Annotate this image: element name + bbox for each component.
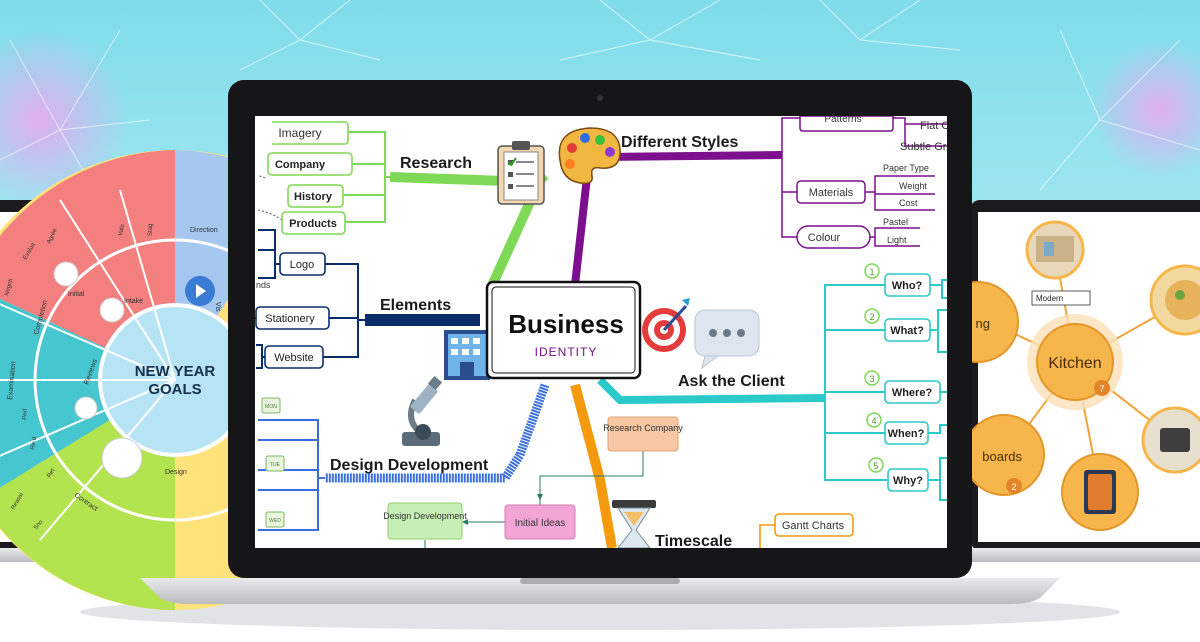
svg-text:4: 4 — [871, 416, 876, 426]
svg-text:Initial: Initial — [68, 291, 85, 298]
style-item[interactable]: Patterns — [824, 114, 861, 125]
svg-text:Vis: Vis — [214, 302, 221, 312]
svg-text:Design: Design — [165, 469, 187, 476]
branch-design-label[interactable]: Design Development — [330, 457, 489, 474]
svg-text:Re-d: Re-d — [30, 436, 38, 450]
client-question[interactable]: Why? — [893, 475, 923, 487]
element-item[interactable]: Logo — [290, 259, 314, 271]
calendar-day: MON — [265, 404, 277, 410]
style-item[interactable]: Pastel — [883, 217, 908, 227]
branch-timescale-label[interactable]: Timescale — [655, 533, 732, 550]
goals-title-2: GOALS — [148, 381, 201, 398]
style-item[interactable]: Paper Type — [883, 163, 929, 173]
branch-research-label[interactable]: Research — [400, 155, 472, 172]
element-item[interactable]: Website — [274, 352, 314, 364]
svg-text:3: 3 — [869, 374, 874, 384]
research-item[interactable]: Products — [289, 218, 337, 230]
element-item[interactable]: Stationery — [265, 313, 315, 325]
svg-text:ng: ng — [976, 316, 990, 331]
svg-text:Examination: Examination — [7, 361, 17, 400]
style-item[interactable]: Cost — [899, 198, 918, 208]
timescale-item[interactable]: Gantt Charts — [782, 520, 845, 532]
svg-text:2: 2 — [1011, 482, 1016, 492]
svg-text:2: 2 — [869, 312, 874, 322]
modern-input[interactable]: Modern — [1036, 294, 1063, 303]
svg-text:Intake: Intake — [124, 298, 143, 305]
speech-bubble-icon — [694, 309, 760, 370]
svg-text:1: 1 — [869, 267, 874, 277]
research-item[interactable]: Company — [275, 159, 326, 171]
style-item[interactable]: Colour — [808, 232, 841, 244]
central-title: Business — [508, 309, 624, 339]
svg-text:7: 7 — [1099, 384, 1104, 394]
style-item[interactable]: Light — [887, 235, 907, 245]
microscope-icon — [402, 375, 443, 446]
style-item[interactable]: Weight — [899, 181, 927, 191]
goals-title-1: NEW YEAR — [135, 363, 216, 380]
branch-elements-label[interactable]: Elements — [380, 297, 451, 314]
mind-map: Imagery Company History Products Researc… — [255, 114, 949, 550]
client-questions: 1 Who? 2 What? 3 Where? 4 When? 5 Why? — [864, 263, 941, 492]
kitchen-label: Kitchen — [1048, 355, 1101, 372]
palette-icon — [558, 127, 621, 185]
svg-text:Sho: Sho — [33, 519, 45, 532]
svg-text:5: 5 — [873, 461, 878, 471]
research-item[interactable]: History — [294, 191, 333, 203]
flow-research-company[interactable]: Research Company — [603, 423, 683, 433]
research-leaves: Imagery Company History Products — [267, 121, 353, 235]
central-node[interactable]: Business IDENTITY — [485, 280, 642, 380]
svg-text:boards: boards — [982, 449, 1022, 464]
style-item[interactable]: Subtle Gr — [900, 141, 947, 153]
svg-text:Valu: Valu — [118, 224, 126, 236]
firework-rays — [0, 0, 1200, 201]
flow-initial-ideas[interactable]: Initial Ideas — [515, 518, 566, 529]
client-question[interactable]: What? — [890, 325, 924, 337]
target-icon — [642, 298, 690, 352]
flow-design-development[interactable]: Design Development — [383, 511, 467, 521]
central-subtitle: IDENTITY — [535, 345, 598, 359]
svg-text:Perf: Perf — [22, 408, 29, 420]
svg-text:Direction: Direction — [190, 227, 218, 234]
client-question[interactable]: When? — [888, 428, 925, 440]
element-item[interactable]: nds — [256, 280, 271, 290]
branch-client-label[interactable]: Ask the Client — [678, 373, 785, 390]
style-item[interactable]: Materials — [809, 187, 854, 199]
calendar-day: WED — [269, 518, 281, 524]
hourglass-icon — [612, 500, 656, 548]
building-icon — [444, 330, 490, 380]
style-item[interactable]: Flat C — [920, 120, 949, 132]
svg-text:Stag: Stag — [148, 224, 154, 236]
svg-text:Negoti: Negoti — [4, 278, 14, 296]
client-question[interactable]: Who? — [892, 280, 923, 292]
svg-text:Ret: Ret — [47, 468, 57, 479]
branch-styles-label[interactable]: Different Styles — [621, 134, 738, 151]
clipboard-icon — [497, 141, 545, 205]
client-question[interactable]: Where? — [892, 387, 933, 399]
calendar-icons: MON TUE WED — [261, 397, 285, 528]
research-item[interactable]: Imagery — [278, 126, 321, 140]
calendar-day: TUE — [270, 462, 281, 468]
right-laptop: Kitchen 7 boards 2 ng Modern — [937, 200, 1200, 562]
